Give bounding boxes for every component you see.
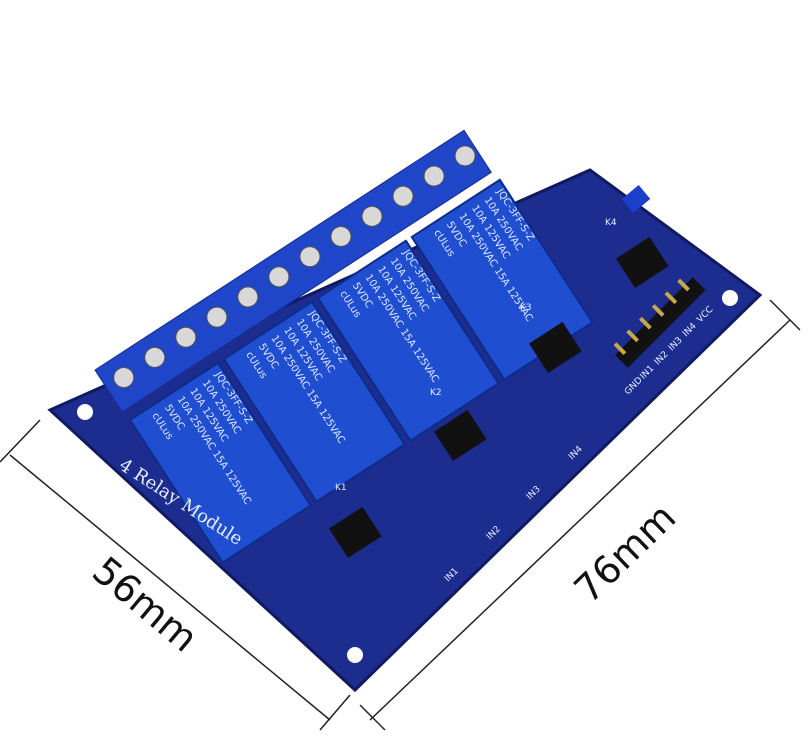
optocouplers	[328, 236, 669, 558]
width-label: 56mm	[84, 548, 206, 660]
mount-hole	[77, 404, 93, 420]
jumper	[621, 185, 651, 213]
width-dimension	[0, 419, 351, 731]
relay-label-k3: K3	[520, 303, 532, 313]
mount-hole	[722, 290, 738, 306]
relay-label-k4: K4	[605, 218, 617, 228]
terminal-blocks	[94, 129, 492, 413]
relay-label-k2: K2	[430, 388, 442, 398]
mount-hole	[347, 647, 363, 663]
length-label: 76mm	[566, 495, 685, 612]
length-dimension	[359, 299, 801, 731]
relay-1: JQC-3FF-S-Z 10A 250VAC 10A 125VAC 10A 25…	[128, 361, 313, 564]
pin-header	[613, 277, 706, 368]
relay-label-k1: K1	[335, 483, 347, 493]
